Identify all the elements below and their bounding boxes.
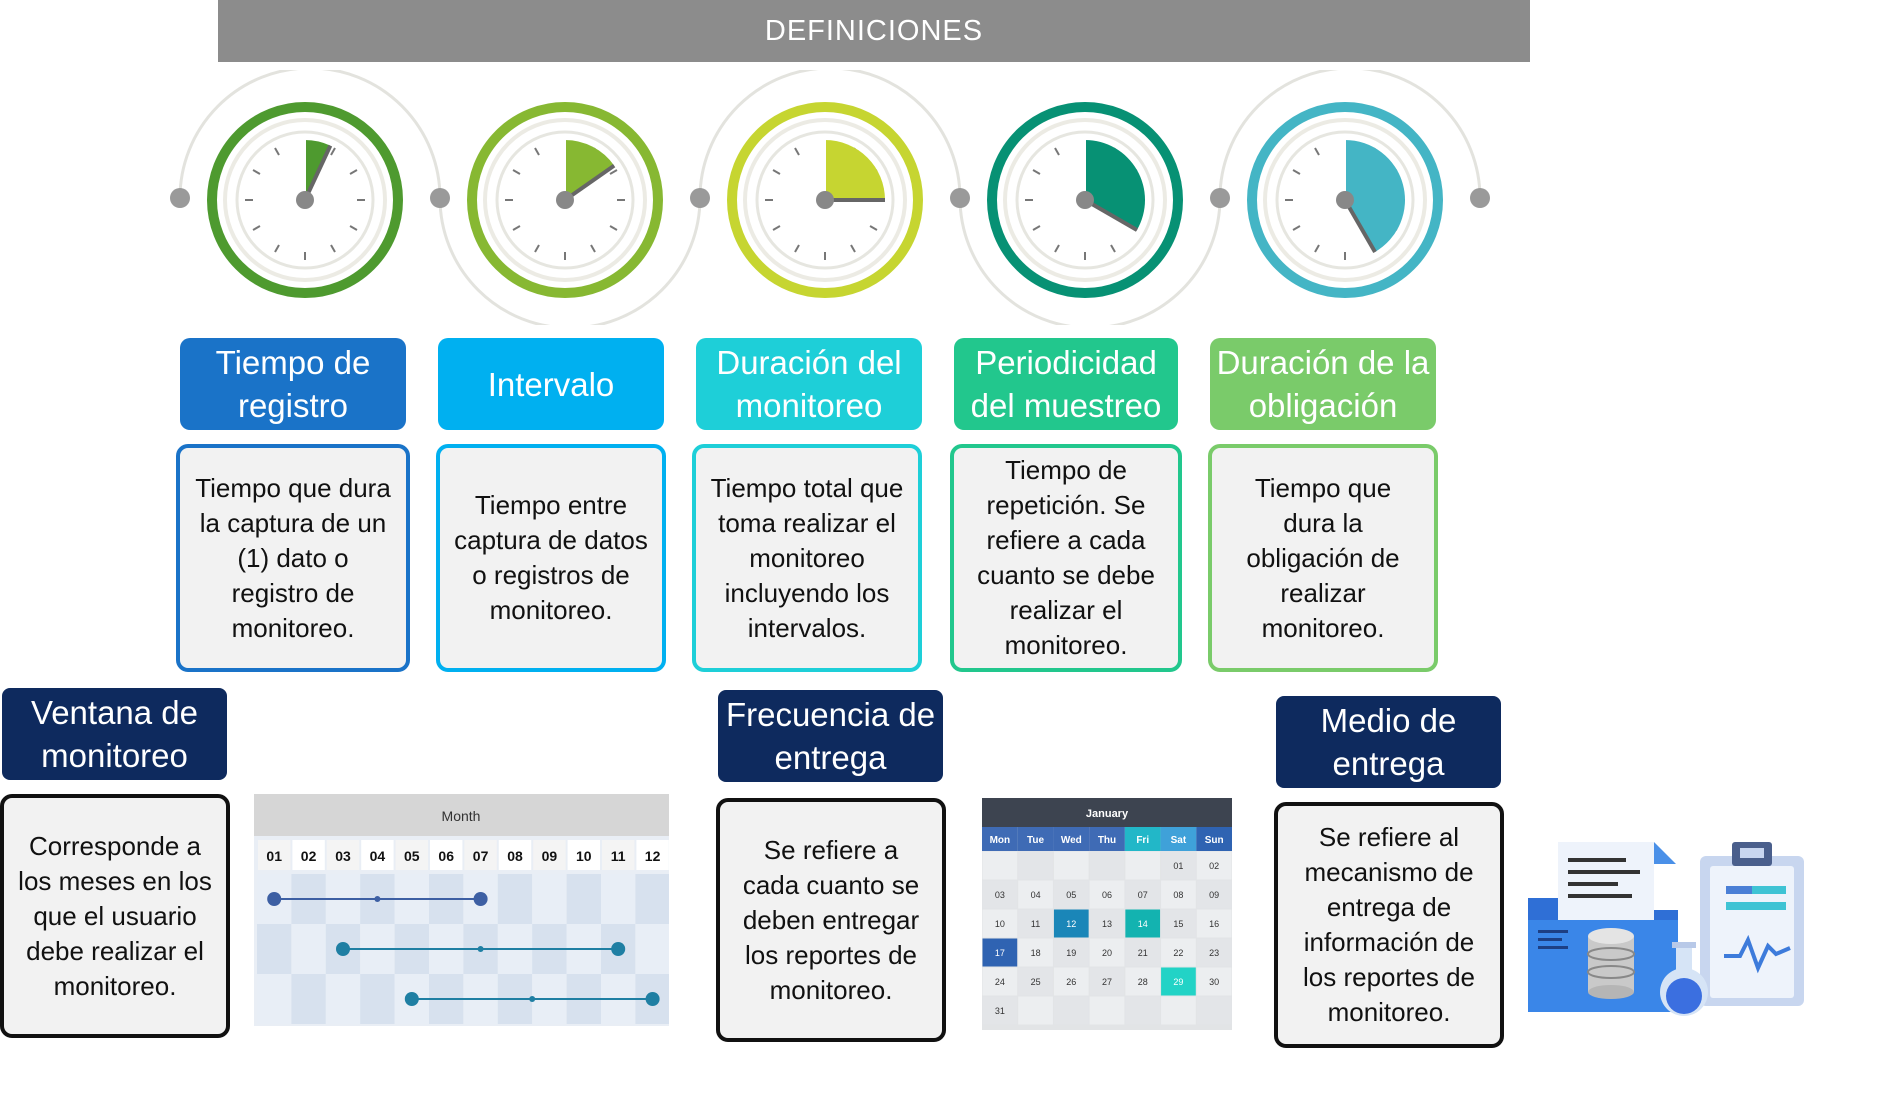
calendar-day-header: Sat — [1171, 835, 1187, 846]
title-frecuencia-entrega: Frecuencia de entrega — [718, 690, 943, 782]
month-cell-bg — [430, 840, 463, 870]
title-duracion-monitoreo: Duración del monitoreo — [696, 338, 922, 430]
header-bar: DEFINICIONES — [218, 0, 1530, 62]
month-cell-bg — [464, 840, 497, 870]
calendar-date-13: 13 — [1102, 919, 1112, 929]
desc-duracion-obligacion: Tiempo que dura la obligación de realiza… — [1208, 444, 1438, 672]
month-cell-bg — [533, 840, 566, 870]
month-cell-bg — [498, 840, 532, 870]
calendar-date-17: 17 — [995, 948, 1005, 958]
clocks-diagram — [170, 70, 1490, 325]
calendar-date-15: 15 — [1173, 919, 1183, 929]
month-range-3 — [404, 992, 660, 1006]
calendar-date-18: 18 — [1031, 948, 1041, 958]
title-ventana-monitoreo: Ventana de monitoreo — [2, 688, 227, 780]
calendar-month-label: January — [1086, 808, 1129, 820]
calendar-date-28: 28 — [1138, 977, 1148, 987]
calendar-day-header: Mon — [990, 835, 1011, 846]
title-periodicidad-muestreo: Periodicidad del muestreo — [954, 338, 1178, 430]
clock-icon-3 — [727, 102, 923, 298]
month-timeline: Month 01 02 03 04 05 06 07 08 09 10 11 12 — [254, 794, 670, 1026]
calendar-date-06: 06 — [1102, 890, 1112, 900]
calendar-date-30: 30 — [1209, 977, 1219, 987]
calendar-date-02: 02 — [1209, 861, 1219, 871]
calendar-widget: January Mon Tue Wed Thu Fri Sat Sun 01 02 03 04 05 0… — [982, 798, 1232, 1030]
calendar-date-08: 08 — [1173, 890, 1183, 900]
month-label-03: 03 — [335, 848, 351, 864]
month-label-12: 12 — [645, 848, 661, 864]
clock-icon-5 — [1247, 102, 1443, 298]
desc-frecuencia-entrega: Se refiere a cada cuanto se deben entreg… — [716, 798, 946, 1042]
folder-icon — [1528, 842, 1678, 1012]
month-cell-bg — [567, 840, 600, 870]
clipboard-icon — [1700, 842, 1804, 1006]
calendar-day-header: Tue — [1027, 835, 1044, 846]
month-chart-title: Month — [442, 808, 481, 824]
title-duracion-obligacion: Duración de la obligación — [1210, 338, 1436, 430]
month-cell-bg — [258, 840, 291, 870]
calendar-date-09: 09 — [1209, 890, 1219, 900]
month-label-11: 11 — [611, 848, 626, 864]
calendar-date-04: 04 — [1031, 890, 1041, 900]
month-label-06: 06 — [438, 848, 454, 864]
calendar-day-header: Thu — [1098, 835, 1116, 846]
calendar-day-header: Fri — [1136, 835, 1149, 846]
data-report-illustration — [1528, 842, 1804, 1016]
calendar-date-23: 23 — [1209, 948, 1219, 958]
calendar-date-29: 29 — [1173, 977, 1183, 987]
month-label-10: 10 — [576, 848, 592, 864]
calendar-date-10: 10 — [995, 919, 1005, 929]
desc-intervalo: Tiempo entre captura de datos o registro… — [436, 444, 666, 672]
month-label-05: 05 — [404, 848, 420, 864]
title-intervalo: Intervalo — [438, 338, 664, 430]
calendar-date-16: 16 — [1209, 919, 1219, 929]
desc-medio-entrega: Se refiere al mecanismo de entrega de in… — [1274, 802, 1504, 1048]
calendar-date-05: 05 — [1066, 890, 1076, 900]
calendar-date-20: 20 — [1102, 948, 1112, 958]
month-label-02: 02 — [301, 848, 317, 864]
calendar-date-22: 22 — [1173, 948, 1183, 958]
month-cell-bg — [361, 840, 394, 870]
month-range-1 — [267, 892, 488, 906]
calendar-date-12: 12 — [1066, 919, 1076, 929]
desc-tiempo-de-registro: Tiempo que dura la captura de un (1) dat… — [176, 444, 410, 672]
calendar-date-25: 25 — [1031, 977, 1041, 987]
month-label-04: 04 — [370, 848, 386, 864]
calendar-day-header: Sun — [1205, 835, 1224, 846]
calendar-date-07: 07 — [1138, 890, 1148, 900]
calendar-date-24: 24 — [995, 977, 1005, 987]
calendar-date-21: 21 — [1138, 948, 1148, 958]
month-cell-bg — [326, 840, 360, 870]
title-tiempo-de-registro: Tiempo de registro — [180, 338, 406, 430]
clock-icon-2 — [467, 102, 663, 298]
month-label-07: 07 — [473, 848, 489, 864]
calendar-date-31: 31 — [995, 1006, 1005, 1016]
month-label-09: 09 — [542, 848, 558, 864]
database-icon — [1587, 928, 1635, 999]
calendar-date-11: 11 — [1031, 919, 1040, 929]
desc-periodicidad-muestreo: Tiempo de repetición. Se refiere a cada … — [950, 444, 1182, 672]
calendar-day-header: Wed — [1061, 835, 1082, 846]
month-cell-bg — [602, 840, 635, 870]
title-medio-entrega: Medio de entrega — [1276, 696, 1501, 788]
month-label-08: 08 — [507, 848, 523, 864]
month-cell-bg — [636, 840, 669, 870]
calendar-date-19: 19 — [1066, 948, 1076, 958]
month-label-01: 01 — [266, 848, 282, 864]
clock-icon-4 — [987, 102, 1183, 298]
month-range-2 — [336, 942, 626, 956]
header-title: DEFINICIONES — [764, 14, 984, 47]
calendar-date-14: 14 — [1138, 919, 1148, 929]
flask-icon — [1660, 942, 1708, 1016]
calendar-date-01: 01 — [1173, 861, 1183, 871]
calendar-date-03: 03 — [995, 890, 1005, 900]
clock-icon-1 — [207, 102, 403, 298]
calendar-date-27: 27 — [1102, 977, 1112, 987]
desc-ventana-monitoreo: Corresponde a los meses en los que el us… — [0, 794, 230, 1038]
month-cell-bg — [395, 840, 428, 870]
calendar-date-26: 26 — [1066, 977, 1076, 987]
month-cell-bg — [292, 840, 325, 870]
desc-duracion-monitoreo: Tiempo total que toma realizar el monito… — [692, 444, 922, 672]
